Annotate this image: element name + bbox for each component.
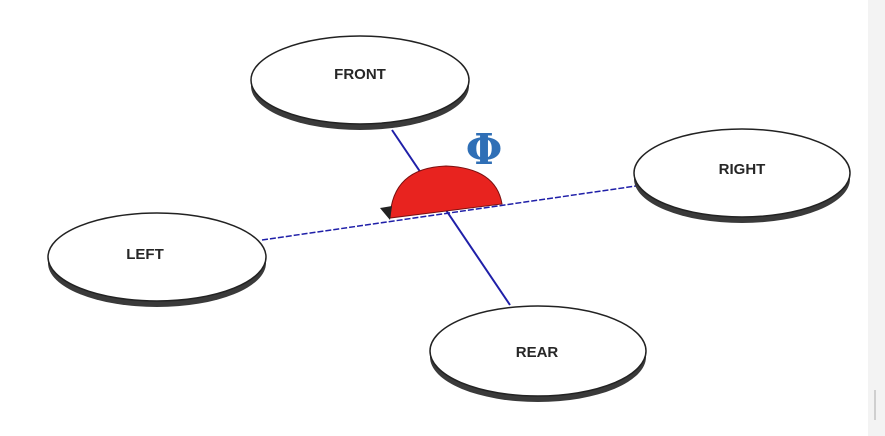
node-right: RIGHT: [633, 128, 851, 223]
node-right-label: RIGHT: [719, 161, 766, 178]
right-edge-strip: [868, 0, 885, 436]
node-left: LEFT: [47, 212, 267, 307]
node-left-label: LEFT: [126, 246, 164, 263]
angle-symbol: Φ: [466, 125, 503, 174]
node-rear-label: REAR: [516, 344, 559, 361]
corner-mark: [874, 390, 876, 420]
angle-arrow-icon: [380, 206, 392, 220]
angle-marker: [389, 165, 503, 219]
node-front: FRONT: [250, 35, 470, 130]
front-rear-axis: [391, 129, 511, 306]
node-front-label: FRONT: [334, 66, 386, 83]
node-rear: REAR: [429, 305, 647, 402]
left-right-axis: [261, 185, 637, 241]
